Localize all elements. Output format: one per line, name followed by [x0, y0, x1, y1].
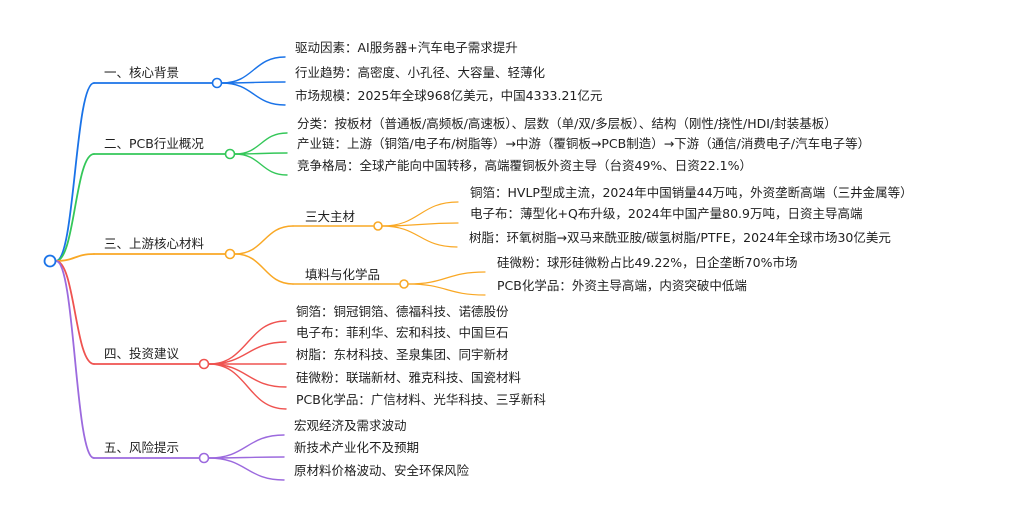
- leaf-node-label: 电子布：薄型化+Q布升级，2024年中国产量80.9万吨，日资主导高端: [470, 206, 863, 221]
- child-node-label: 市场规模：2025年全球968亿美元，中国4333.21亿元: [295, 88, 603, 103]
- child-node-label: 硅微粉：联瑞新材、雅克科技、国瓷材料: [296, 370, 522, 385]
- branch-to-child-edge: [208, 320, 287, 365]
- branch-to-child-edge: [208, 341, 287, 365]
- child-node-label: 树脂：东材科技、圣泉集团、同宇新材: [296, 347, 509, 362]
- child-node-toggle[interactable]: [399, 279, 409, 289]
- root-to-branch-edge: [55, 153, 95, 262]
- child-to-leaf-edge: [381, 225, 458, 248]
- branch-to-child-edge: [208, 363, 287, 410]
- branch-to-child-edge: [234, 253, 294, 285]
- child-node-label: 三大主材: [305, 209, 356, 224]
- child-to-leaf-edge: [381, 201, 459, 227]
- root-to-branch-edge: [55, 82, 95, 262]
- branch-to-child-edge: [208, 457, 285, 481]
- branch-node-label: 二、PCB行业概况: [104, 136, 204, 151]
- branch-to-child-edge: [234, 132, 288, 155]
- child-node-label: PCB化学品：广信材料、光华科技、三孚新科: [296, 392, 546, 407]
- branch-node-toggle[interactable]: [224, 148, 236, 160]
- child-node-label: 驱动因素：AI服务器+汽车电子需求提升: [295, 40, 518, 55]
- child-node-label: 竞争格局：全球产能向中国转移，高端覆铜板外资主导（台资49%、日资22.1%）: [297, 158, 752, 173]
- root-to-branch-edge: [55, 260, 95, 365]
- branch-to-child-edge: [208, 363, 287, 388]
- branch-node-label: 四、投资建议: [104, 346, 180, 361]
- child-node-label: 宏观经济及需求波动: [294, 418, 407, 433]
- branch-to-child-edge: [221, 82, 286, 106]
- branch-node-label: 三、上游核心材料: [104, 236, 205, 251]
- branch-node-label: 一、核心背景: [104, 65, 180, 80]
- child-to-leaf-edge: [407, 271, 486, 285]
- child-node-label: 新技术产业化不及预期: [294, 440, 420, 455]
- branch-to-child-edge: [208, 434, 285, 459]
- leaf-node-label: 硅微粉：球形硅微粉占比49.22%，日企垄断70%市场: [497, 255, 798, 270]
- root-node[interactable]: [43, 254, 57, 268]
- branch-node-label: 五、风险提示: [104, 440, 180, 455]
- branch-to-child-edge: [234, 225, 294, 255]
- child-node-label: 原材料价格波动、安全环保风险: [294, 463, 470, 478]
- branch-node-toggle[interactable]: [198, 358, 210, 370]
- branch-node-toggle[interactable]: [224, 248, 236, 260]
- branch-node-toggle[interactable]: [198, 452, 210, 464]
- child-to-leaf-edge: [381, 222, 459, 227]
- branch-to-child-edge: [221, 56, 286, 84]
- child-node-label: 电子布：菲利华、宏和科技、中国巨石: [296, 325, 509, 340]
- child-node-label: 铜箔：铜冠铜箔、德福科技、诺德股份: [296, 304, 509, 319]
- child-node-label: 产业链：上游（铜箔/电子布/树脂等）→中游（覆铜板→PCB制造）→下游（通信/消…: [297, 136, 871, 151]
- leaf-node-label: PCB化学品：外资主导高端，内资突破中低端: [497, 278, 747, 293]
- leaf-node-label: 树脂：环氧树脂→双马来酰亚胺/碳氢树脂/PTFE，2024年全球市场30亿美元: [469, 230, 891, 245]
- leaf-node-label: 铜箔：HVLP型成主流，2024年中国销量44万吨，外资垄断高端（三井金属等）: [470, 185, 913, 200]
- child-node-label: 分类：按板材（普通板/高频板/高速板）、层数（单/双/多层板）、结构（刚性/挠性…: [297, 116, 837, 131]
- root-to-branch-edge: [55, 253, 95, 262]
- branch-to-child-edge: [234, 153, 288, 176]
- child-node-label: 填料与化学品: [305, 267, 381, 282]
- child-to-leaf-edge: [407, 283, 486, 296]
- child-node-label: 行业趋势：高密度、小孔径、大容量、轻薄化: [295, 65, 546, 80]
- child-node-toggle[interactable]: [373, 221, 383, 231]
- root-to-branch-edge: [55, 260, 95, 459]
- branch-node-toggle[interactable]: [211, 77, 223, 89]
